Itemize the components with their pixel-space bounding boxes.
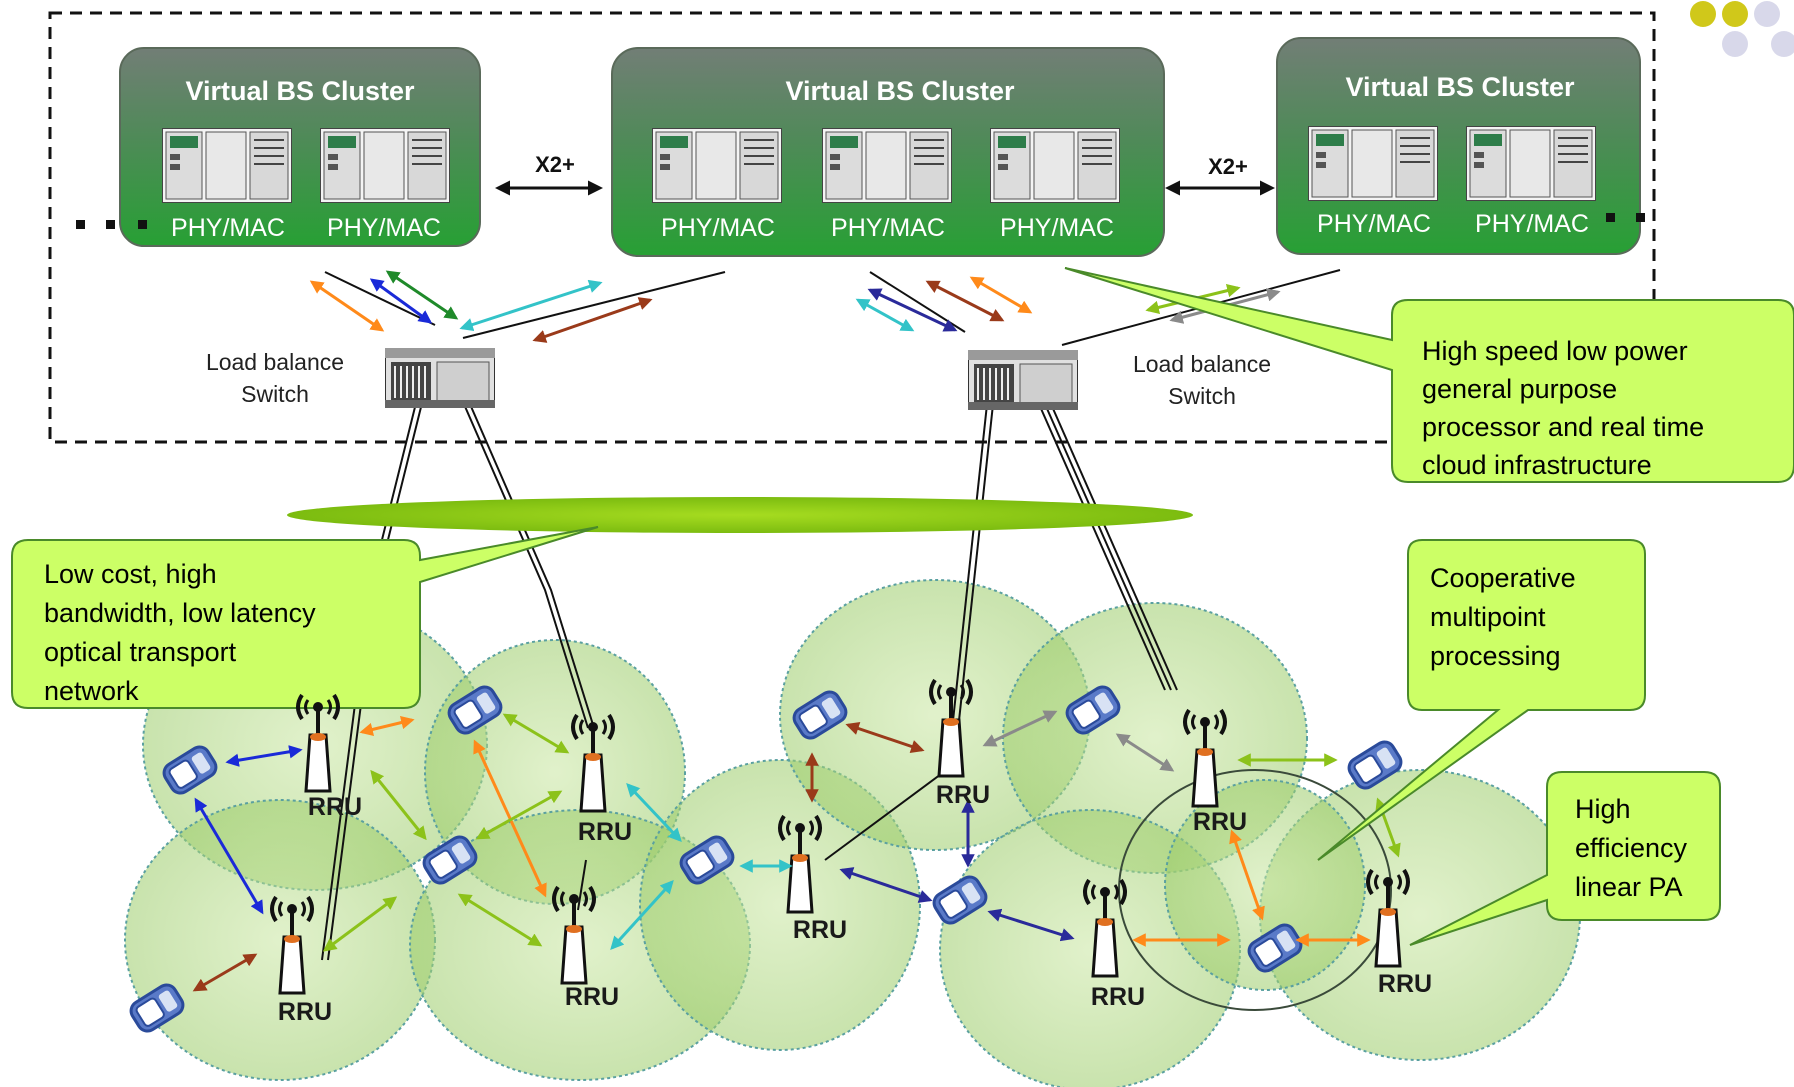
callout-pa: High efficiency linear PA	[1409, 771, 1721, 946]
virtual-bs-cluster-2: Virtual BS Cluster PHY/MAC PHY/MAC PHY/M…	[611, 47, 1165, 257]
phy-mac-label: PHY/MAC	[327, 214, 441, 242]
continuation-dots	[76, 213, 1645, 229]
callout-line: cloud infrastructure	[1422, 450, 1652, 480]
rru-label: RRU	[578, 818, 632, 846]
cluster-title: Virtual BS Cluster	[785, 76, 1015, 106]
callout-line: multipoint	[1430, 602, 1546, 632]
callout-line: efficiency	[1575, 833, 1688, 863]
callout-line: linear PA	[1575, 872, 1683, 902]
callout-line: processor and real time	[1422, 412, 1704, 442]
switch-label-line2: Switch	[1168, 383, 1236, 409]
rru-label: RRU	[278, 998, 332, 1026]
switch-label-line1: Load balance	[1133, 351, 1271, 377]
phy-mac-label: PHY/MAC	[1475, 210, 1589, 238]
switch-icon	[968, 350, 1078, 410]
server-rack-icon	[1466, 126, 1596, 201]
rru-label: RRU	[1193, 808, 1247, 836]
phy-mac-label: PHY/MAC	[1000, 214, 1114, 242]
callout-line: Cooperative	[1430, 563, 1576, 593]
callout-processor: High speed low power general purpose pro…	[1064, 267, 1794, 483]
phy-mac-label: PHY/MAC	[171, 214, 285, 242]
rru-label: RRU	[1378, 970, 1432, 998]
callout-line: optical transport	[44, 637, 237, 667]
callout-comp: Cooperative multipoint processing	[1317, 539, 1646, 861]
phy-mac-label: PHY/MAC	[831, 214, 945, 242]
switch-label-line1: Load balance	[206, 349, 344, 375]
callout-line: network	[44, 676, 139, 706]
rru-label: RRU	[308, 793, 362, 821]
cell-area	[639, 759, 921, 1051]
cloud-boundary	[48, 11, 1656, 444]
server-rack-icon	[990, 128, 1120, 203]
optical-transport-ring	[287, 497, 1193, 533]
server-rack-icon	[320, 128, 450, 203]
switch-uplinks	[324, 269, 1341, 346]
cluster-title: Virtual BS Cluster	[1345, 72, 1575, 102]
cluster-title: Virtual BS Cluster	[185, 76, 415, 106]
decorative-dots	[1690, 1, 1794, 57]
switch-label-line2: Switch	[241, 381, 309, 407]
radio-link-arrows	[192, 710, 1401, 992]
server-rack-icon	[162, 128, 292, 203]
callout-line: bandwidth, low latency	[44, 598, 316, 628]
rru-label: RRU	[1091, 983, 1145, 1011]
callout-line: High	[1575, 794, 1631, 824]
virtual-bs-cluster-3: Virtual BS Cluster PHY/MAC PHY/MAC	[1276, 37, 1641, 255]
x2-label: X2+	[1208, 154, 1248, 179]
callout-line: processing	[1430, 641, 1561, 671]
rru-label: RRU	[565, 983, 619, 1011]
server-rack-icon	[652, 128, 782, 203]
cell-area	[124, 799, 436, 1081]
server-rack-icon	[1308, 126, 1438, 201]
phy-mac-label: PHY/MAC	[661, 214, 775, 242]
comp-cluster-outline	[1118, 769, 1392, 1011]
switch-icon	[385, 348, 495, 408]
rru-labels: RRU RRU RRU RRU RRU RRU RRU RRU RRU	[278, 781, 1432, 1026]
server-rack-icon	[822, 128, 952, 203]
callout-optical: Low cost, high bandwidth, low latency op…	[11, 526, 599, 709]
callout-line: general purpose	[1422, 374, 1617, 404]
rru-label: RRU	[793, 916, 847, 944]
x2-label: X2+	[535, 152, 575, 177]
callout-line: Low cost, high	[44, 559, 217, 589]
callout-line: High speed low power	[1422, 336, 1688, 366]
virtual-bs-cluster-1: Virtual BS Cluster PHY/MAC PHY/MAC	[119, 47, 481, 247]
rru-label: RRU	[936, 781, 990, 809]
phy-mac-label: PHY/MAC	[1317, 210, 1431, 238]
